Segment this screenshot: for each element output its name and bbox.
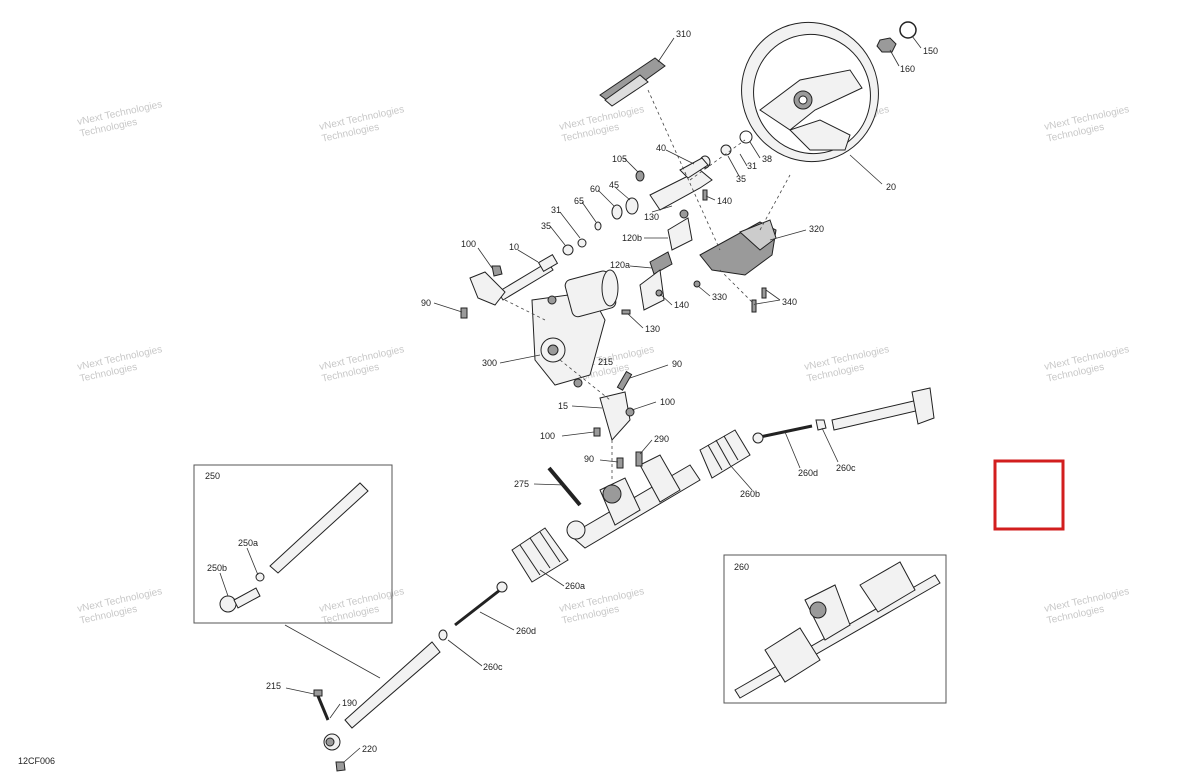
callout-label: 90 [421, 298, 431, 308]
washer-part [577, 238, 587, 248]
callout-label: 120a [610, 260, 630, 270]
steering-rack [566, 454, 701, 549]
callout-label: 120b [622, 233, 642, 243]
callout-label: 190 [342, 698, 357, 708]
callout-label: 215 [598, 357, 613, 367]
callout-label: 31 [551, 205, 561, 215]
callout-label: 310 [676, 29, 691, 39]
callout-label: 140 [717, 196, 732, 206]
bolt-90 [460, 307, 468, 319]
callout-label: 31 [747, 161, 757, 171]
callout-label: 35 [541, 221, 551, 231]
callout-label: 45 [609, 180, 619, 190]
boot-260b [699, 429, 751, 479]
callout-label: 65 [574, 196, 584, 206]
leader-lines [219, 35, 922, 763]
callout-label: 260d [516, 626, 536, 636]
u-joint-15 [599, 391, 631, 442]
callout-label: 250b [207, 563, 227, 573]
snap-ring-part [899, 21, 917, 39]
power-steering-unit-300 [531, 269, 619, 388]
callout-label: 15 [558, 401, 568, 411]
callout-label: 160 [900, 64, 915, 74]
callout-label: 90 [584, 454, 594, 464]
callout-label: 60 [590, 184, 600, 194]
callout-label: 260c [483, 662, 503, 672]
washer-part [739, 130, 753, 144]
callout-label: 215 [266, 681, 281, 691]
outer-tie-rod-left [344, 641, 441, 729]
callout-label: 100 [461, 239, 476, 249]
callout-label: 100 [660, 397, 675, 407]
callout-label: 38 [762, 154, 772, 164]
callout-label: 220 [362, 744, 377, 754]
callout-label: 40 [656, 143, 666, 153]
callout-label: 35 [736, 174, 746, 184]
inset-box-260 [723, 554, 947, 704]
nut-260c [815, 419, 827, 431]
nut-260c-left [438, 629, 448, 641]
tie-rod-260d-left [454, 588, 501, 627]
callout-label: 340 [782, 297, 797, 307]
tie-rod-tube [269, 482, 369, 574]
callout-label: 90 [672, 359, 682, 369]
callout-label: 260b [740, 489, 760, 499]
callout-label: 260c [836, 463, 856, 473]
inset-label-250: 250 [205, 471, 220, 481]
callout-label: 10 [509, 242, 519, 252]
drawing-id: 12CF006 [18, 756, 55, 766]
tie-rod-260d [759, 424, 813, 439]
callout-label: 20 [886, 182, 896, 192]
callout-label: 300 [482, 358, 497, 368]
nut-220 [335, 761, 346, 772]
callout-label: 250a [238, 538, 258, 548]
boot-260a [511, 527, 569, 583]
callout-label: 290 [654, 434, 669, 444]
callout-label: 320 [809, 224, 824, 234]
inset-box-250 [193, 464, 393, 624]
bearing-part [625, 197, 639, 215]
nut-part [635, 170, 645, 182]
bushing-part [611, 204, 623, 220]
bolt-215 [316, 695, 330, 721]
callout-labels: 310 150 160 40 105 35 31 38 20 60 45 65 … [18, 29, 938, 766]
callout-label: 260a [565, 581, 585, 591]
outer-tie-rod [831, 399, 921, 431]
callout-label: 130 [644, 212, 659, 222]
highlight-box [993, 459, 1065, 531]
clip-part [594, 221, 602, 231]
callout-label: 130 [645, 324, 660, 334]
nut-part [876, 37, 897, 53]
callout-label: 330 [712, 292, 727, 302]
callout-label: 140 [674, 300, 689, 310]
callout-label: 105 [612, 154, 627, 164]
callout-label: 150 [923, 46, 938, 56]
rack-assembly-inset [734, 561, 941, 699]
bracket-120a [649, 251, 673, 275]
inset-label-260: 260 [734, 562, 749, 572]
steering-wheel [741, 21, 879, 163]
boot-120b [667, 217, 693, 251]
bolt-290 [635, 451, 643, 467]
bolt-275 [547, 466, 582, 507]
u-joint-part [469, 271, 506, 306]
callout-label: 275 [514, 479, 529, 489]
callout-label: 100 [540, 431, 555, 441]
callout-label: 260d [798, 468, 818, 478]
washer-part [562, 244, 574, 256]
